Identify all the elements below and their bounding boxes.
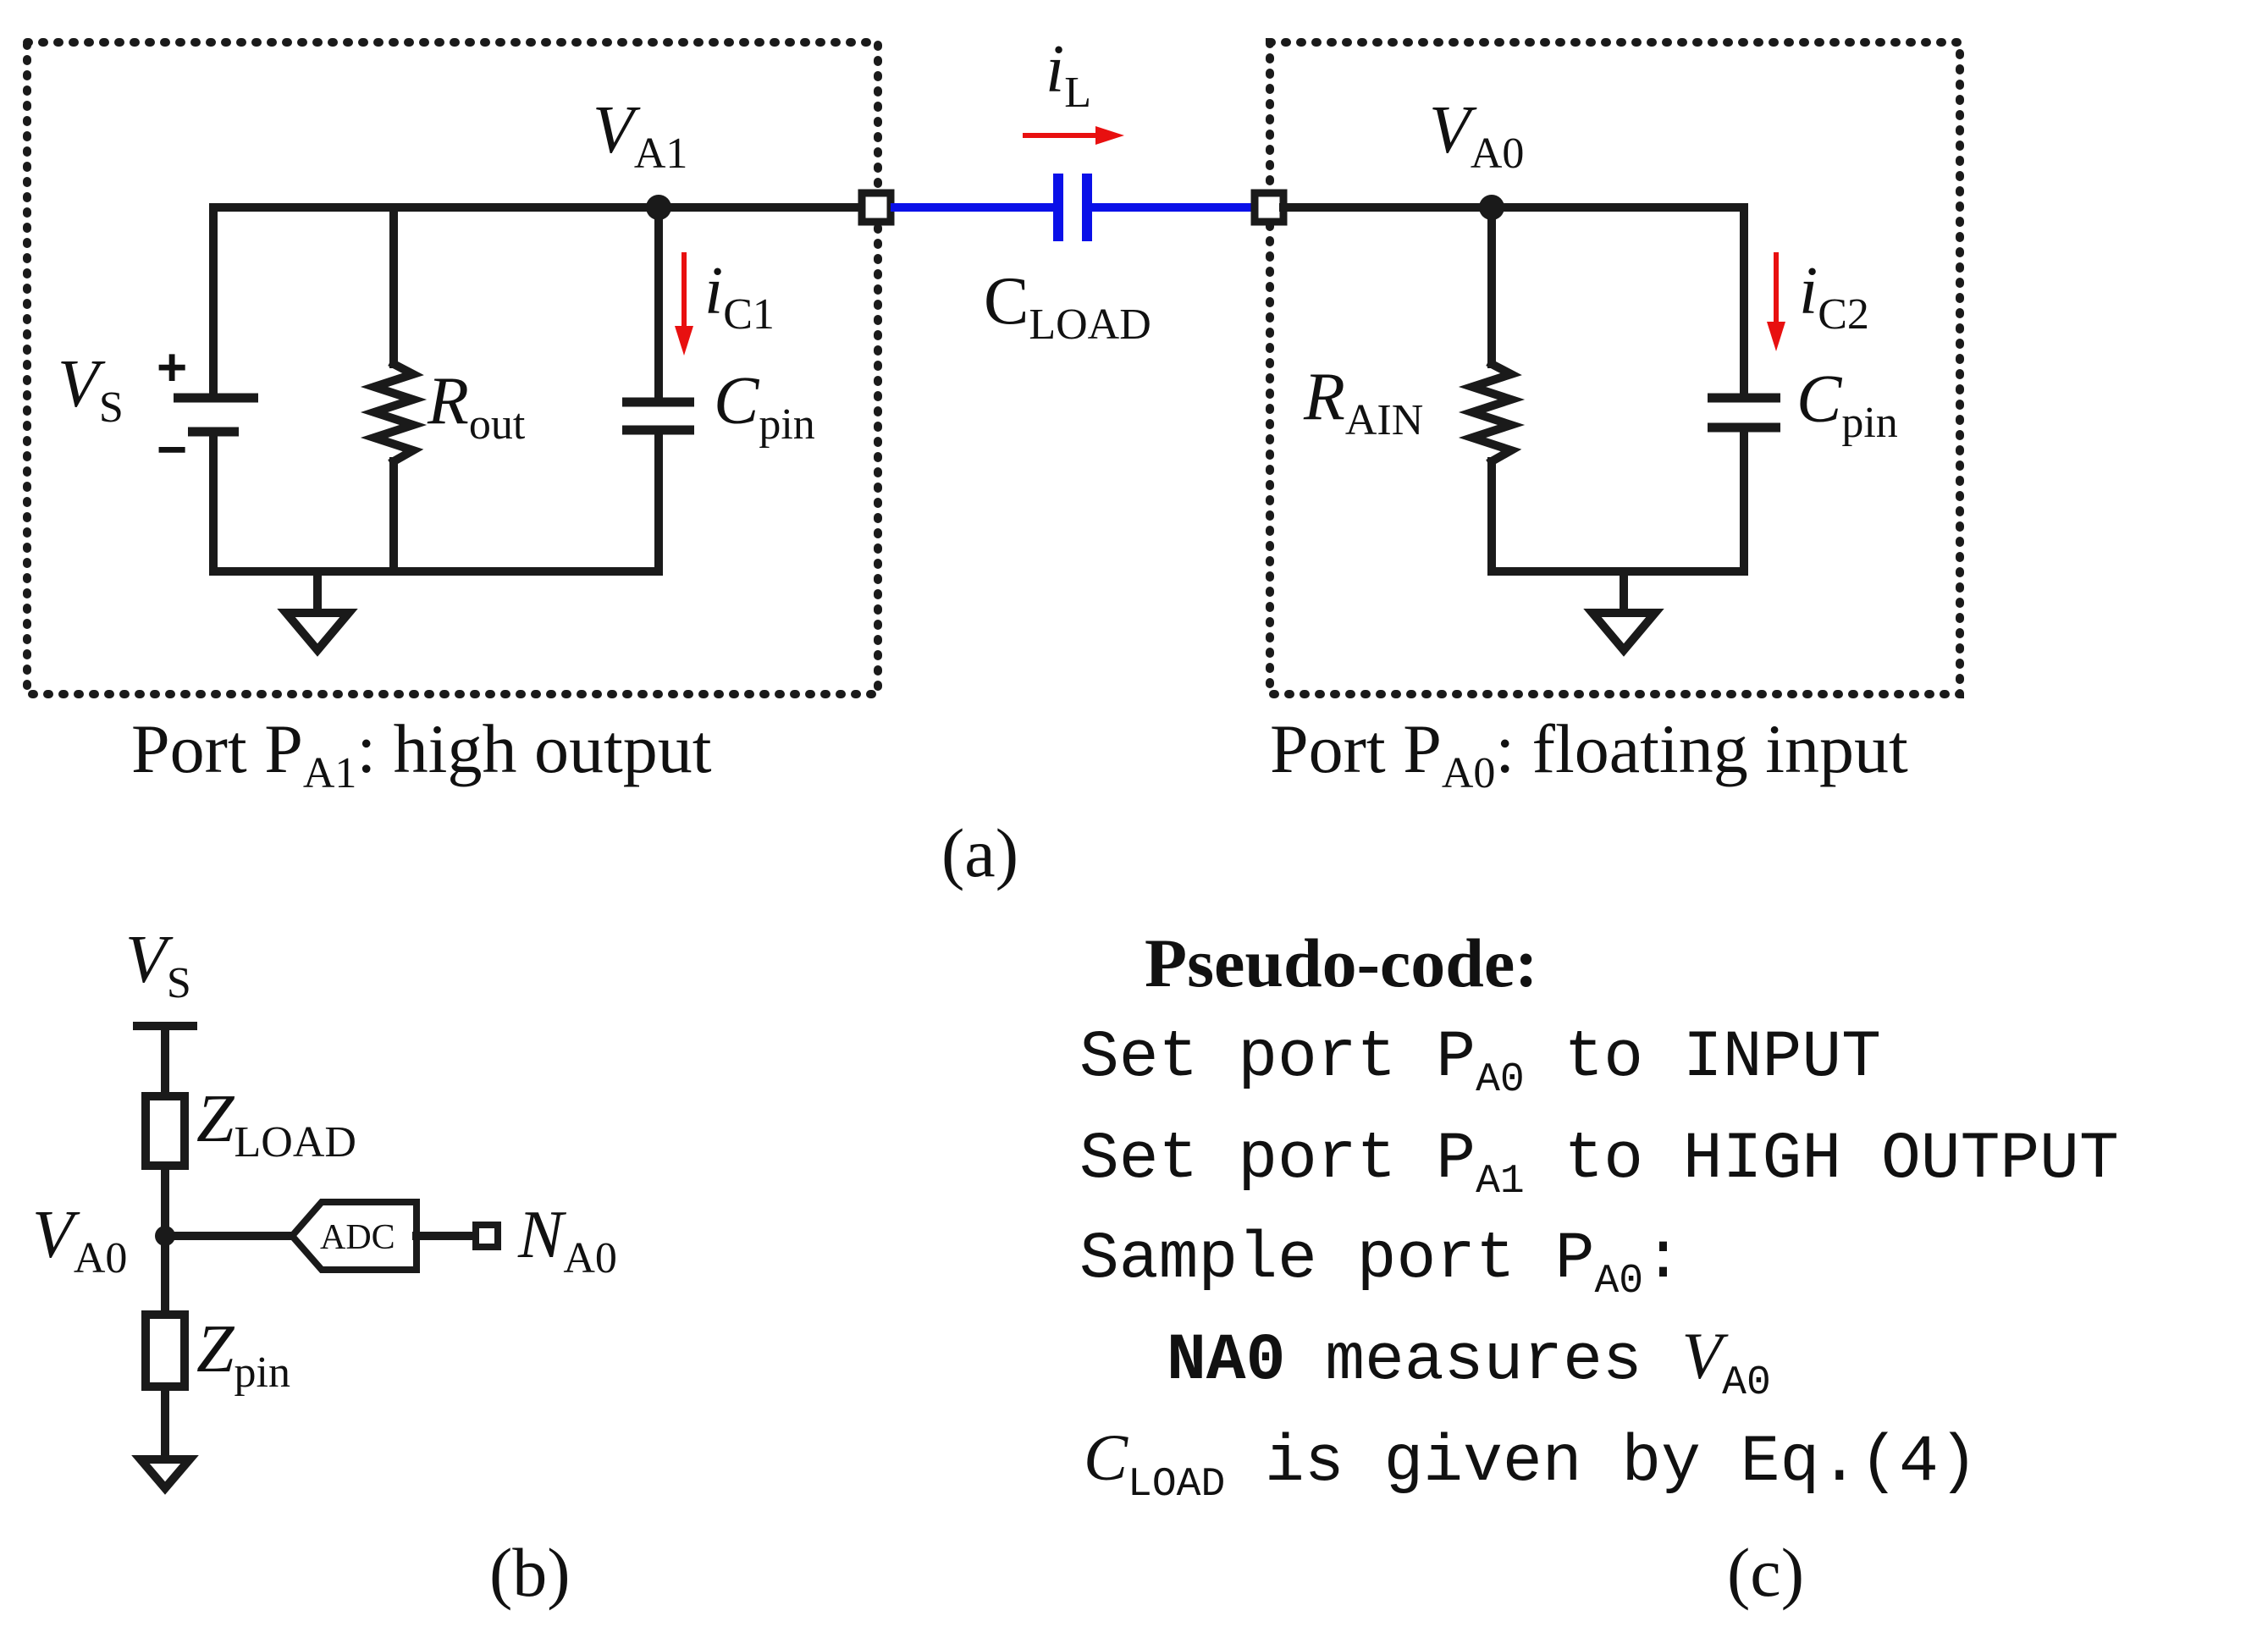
cload-label: CLOAD xyxy=(984,264,1151,349)
rout-label: Rout xyxy=(427,364,526,449)
vs-label: VS xyxy=(58,347,124,432)
il-label: iL xyxy=(1046,32,1091,117)
c-line-3: Sample port PA0: xyxy=(1079,1222,1683,1304)
va0-label: VA0 xyxy=(1429,93,1524,178)
left-port-caption: Port PA1: high output xyxy=(131,710,712,797)
left-port-pin xyxy=(858,189,895,226)
right-port-pin xyxy=(1250,189,1288,226)
b-na0-label: NA0 xyxy=(517,1198,617,1282)
c-line-5: CLOAD is given by Eq.(4) xyxy=(1084,1420,1978,1508)
ic1-label: iC1 xyxy=(704,254,775,339)
ic2-label: iC2 xyxy=(1799,254,1869,339)
b-adc-label: ADC xyxy=(320,1218,395,1257)
va1-label: VA1 xyxy=(593,93,687,178)
cpin-right-label: Cpin xyxy=(1796,362,1898,447)
c-title: Pseudo-code: xyxy=(1145,924,1538,1001)
b-ground-icon xyxy=(131,1455,199,1495)
b-na0-pin xyxy=(472,1222,501,1250)
b-zload-box xyxy=(141,1092,189,1170)
b-vs-label: VS xyxy=(125,923,191,1007)
left-ground-icon xyxy=(277,609,358,657)
c-line-1: Set port PA0 to INPUT xyxy=(1079,1021,1881,1103)
panel-b: VS ZLOAD VA0 ADC NA0 Zpin (b) xyxy=(32,923,617,1611)
cpin-left-label: Cpin xyxy=(714,364,815,449)
right-ground-icon xyxy=(1583,609,1664,657)
ic1-arrow-head xyxy=(675,326,693,356)
va1-node xyxy=(646,195,671,220)
panel-b-label: (b) xyxy=(489,1534,571,1611)
va0-node xyxy=(1479,195,1504,220)
b-va0-label: VA0 xyxy=(32,1198,127,1282)
right-port-caption: Port PA0: floating input xyxy=(1270,710,1908,797)
b-zpin-label: Zpin xyxy=(196,1312,290,1397)
panel-a: + − VS Rout Cpin VA1 iC1 CLOAD xyxy=(23,32,1964,891)
rain-resistor xyxy=(1458,358,1526,467)
b-zpin-box xyxy=(141,1310,189,1391)
b-zload-label: ZLOAD xyxy=(196,1082,356,1166)
ic2-arrow-head xyxy=(1767,322,1785,351)
panel-c-label: (c) xyxy=(1727,1534,1804,1611)
il-arrow-head xyxy=(1095,126,1124,145)
battery-plus: + xyxy=(157,339,187,397)
battery-minus: − xyxy=(157,421,187,479)
left-port-box xyxy=(23,38,882,698)
right-port-box xyxy=(1266,38,1964,698)
panel-c: Pseudo-code: Set port PA0 to INPUT Set p… xyxy=(1079,924,2119,1611)
panel-a-label: (a) xyxy=(941,814,1018,891)
rout-resistor xyxy=(360,358,428,467)
c-line-2: Set port PA1 to HIGH OUTPUT xyxy=(1079,1122,2119,1205)
rain-label: RAIN xyxy=(1303,360,1423,444)
c-line-4: NA0 measures VA0 xyxy=(1167,1319,1771,1406)
